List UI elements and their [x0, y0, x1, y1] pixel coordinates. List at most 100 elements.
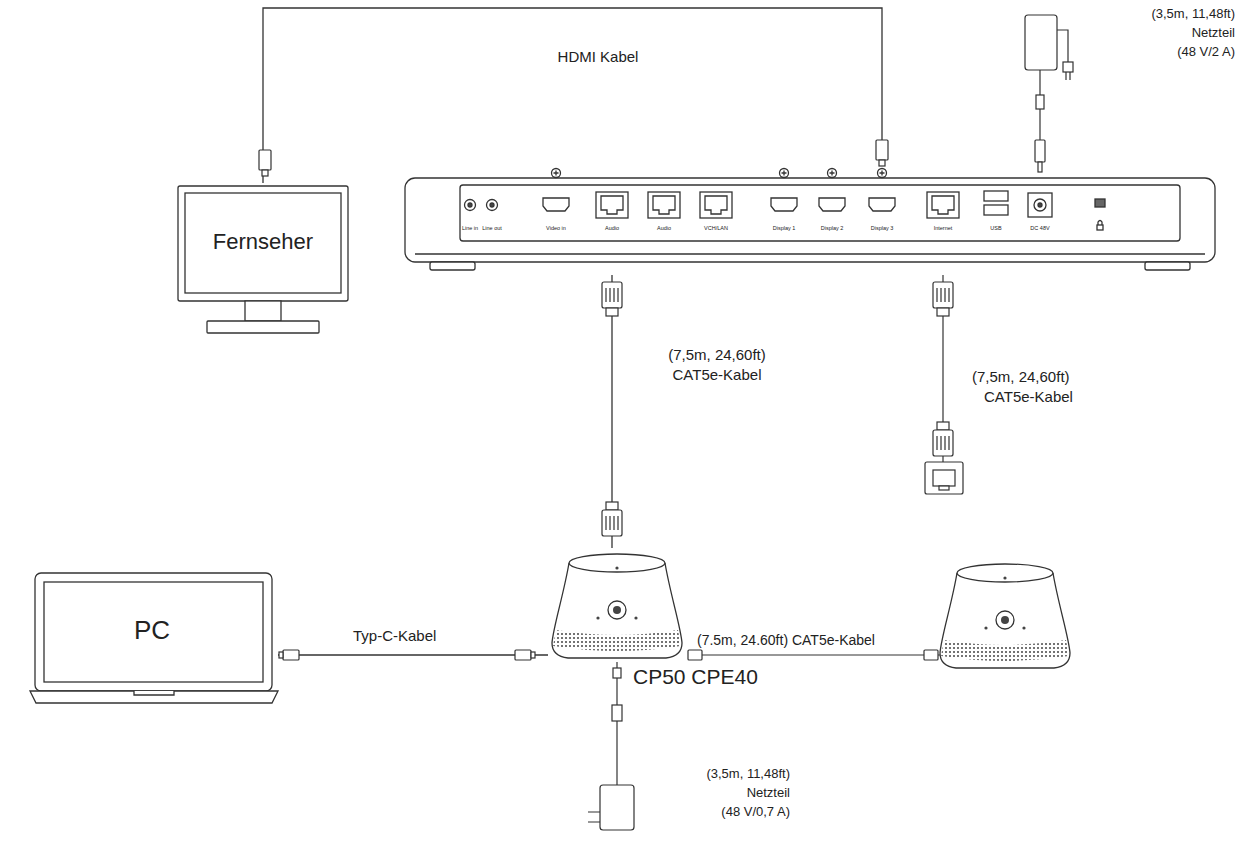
cable-connector [263, 8, 882, 183]
microphone-cable [924, 650, 938, 660]
hub-ports [554, 171, 559, 176]
hub-ports [705, 196, 727, 214]
hub-ports [465, 200, 476, 211]
usb-c-plug [279, 652, 283, 658]
hub-ports [648, 192, 680, 218]
device-outline [405, 165, 1215, 275]
hub-ports [932, 196, 954, 214]
rj45-plug [602, 510, 622, 536]
hub-ports [487, 200, 498, 211]
port-label: Line in [462, 225, 478, 231]
power-supply-top [1025, 15, 1073, 172]
port-label: Video in [546, 225, 566, 231]
device-outline [35, 573, 272, 691]
cable-connector [278, 654, 548, 655]
device-outline [134, 691, 174, 695]
hub-ports [819, 198, 845, 211]
device-outline [44, 582, 263, 682]
rj45-plug [602, 282, 622, 536]
network-wall-socket [925, 462, 963, 494]
annotation-label: (7,5m, 24,60ft) [972, 368, 1070, 386]
hub-ports [927, 192, 959, 218]
device-label: CP50 CPE40 [633, 665, 758, 689]
device-outline [178, 186, 348, 333]
hub-ports [880, 171, 885, 176]
hub-ports [543, 198, 569, 211]
power-supply-bottom [588, 812, 600, 822]
annotation-label: (7.5m, 24.60ft) CAT5e-Kabel [697, 632, 875, 649]
port-label: Display 3 [871, 225, 894, 231]
device-outline [207, 321, 319, 333]
device-label: Fernseher [213, 229, 313, 254]
hub-ports [782, 171, 787, 176]
port-label: Audio [605, 225, 619, 231]
rj45-plug [606, 502, 618, 510]
port-label: DC 48V [1030, 225, 1049, 231]
hdmi-plug [259, 140, 888, 176]
expansion-microphone [940, 564, 1070, 668]
hub-ports [771, 198, 797, 211]
usb-c-plug [531, 652, 535, 658]
hub-ports [828, 169, 837, 178]
annotation-label: Netzteil [747, 785, 790, 801]
annotation-label: Netzteil [1192, 25, 1235, 41]
annotation-label: (3,5m, 11,48ft) [706, 766, 790, 782]
hdmi-plug [879, 160, 885, 166]
internet-cable [937, 288, 949, 302]
hub-ports [1034, 199, 1046, 211]
hub-ports [878, 169, 887, 178]
cable-label: HDMI Kabel [555, 47, 642, 67]
port-label: Display 2 [821, 225, 844, 231]
hub-ports [490, 203, 494, 207]
hub-ports [830, 171, 835, 176]
power-supply-bottom [612, 705, 622, 721]
internet-cable [933, 282, 953, 308]
port-label: Audio [657, 225, 671, 231]
hub-ports [596, 192, 628, 218]
hdmi-plug [259, 150, 271, 170]
port-label: VCH/LAN [704, 225, 728, 231]
rj45-plug [602, 282, 622, 308]
hub-ports [984, 191, 1008, 201]
hdmi-plug [876, 140, 888, 160]
network-wall-socket [933, 470, 955, 486]
power-supply-top [1063, 62, 1073, 72]
port-label: USB [990, 225, 1001, 231]
rj45-plug [606, 516, 618, 530]
internet-cable [937, 422, 949, 430]
device-outline [430, 262, 475, 270]
internet-cable [937, 308, 949, 316]
port-label: Internet [934, 225, 953, 231]
power-supply-top [1066, 72, 1070, 80]
hub-ports [1028, 193, 1052, 217]
device-label: PC [134, 616, 170, 646]
hub-ports [1098, 221, 1102, 226]
annotation-label: (48 V/2 A) [1177, 44, 1235, 60]
hub-ports [1038, 203, 1042, 207]
rj45-plug [606, 308, 618, 316]
cable-label: (7,5m, 24,60ft) CAT5e-Kabel [648, 345, 786, 384]
power-supply-bottom [616, 662, 617, 785]
usb-c-plug [279, 650, 535, 660]
hub-ports [700, 192, 732, 218]
device-outline [30, 691, 278, 703]
power-supply-bottom [613, 668, 621, 678]
network-wall-socket [925, 462, 963, 494]
device-outline [175, 183, 351, 338]
rj45-plug [606, 288, 618, 302]
device-outline [405, 178, 1215, 262]
power-supply-top [1036, 95, 1044, 109]
microphone-cable [688, 654, 940, 655]
annotation-label: (48 V/0,7 A) [721, 804, 790, 820]
speakerphone: CP50 CPE40 [548, 548, 764, 698]
device-outline [178, 186, 348, 301]
device-outline [415, 253, 1205, 254]
hub-ports [653, 196, 675, 214]
hdmi-plug [262, 170, 268, 176]
power-supply-top [1038, 162, 1042, 172]
